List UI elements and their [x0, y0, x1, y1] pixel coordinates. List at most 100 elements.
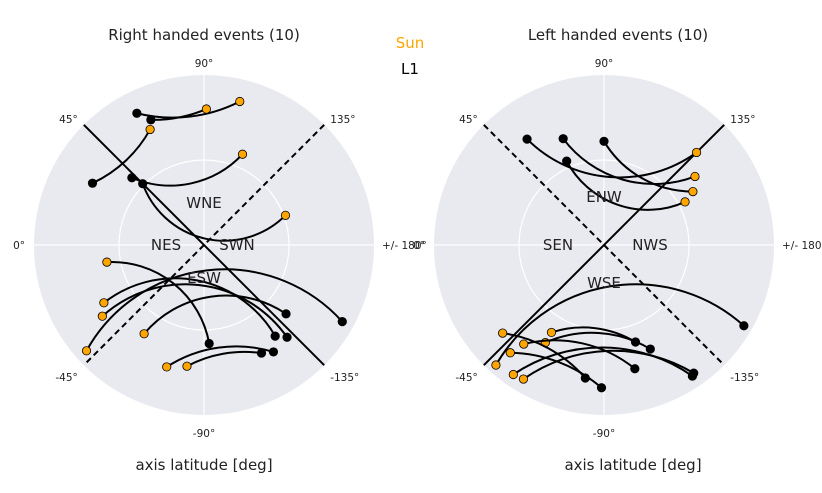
x-axis-label: axis latitude [deg] [564, 456, 701, 474]
sun-point-9 [519, 339, 529, 349]
sun-point-6 [508, 369, 518, 380]
sun-point-6 [99, 298, 109, 308]
angle-tick-label: 45° [459, 114, 478, 126]
l1-point-1 [146, 115, 156, 125]
l1-point-1 [558, 134, 568, 144]
dashed-diagonal-line [83, 124, 325, 366]
x-axis-label: axis latitude [deg] [135, 456, 272, 474]
angle-tick-label: -135° [330, 372, 359, 384]
angle-tick-label: -90° [193, 428, 215, 440]
l1-point-7 [689, 368, 699, 378]
l1-point-3 [562, 156, 572, 166]
sun-point-3 [237, 149, 248, 159]
dashed-diagonal-line [483, 124, 725, 366]
angle-tick-label: -135° [730, 372, 759, 384]
sun-point-1 [690, 171, 700, 182]
event-arc-7 [85, 268, 344, 352]
sun-point-0 [235, 96, 245, 107]
event-arc-2 [603, 140, 693, 193]
event-arc-2 [92, 128, 151, 185]
region-label-esw: ESW [187, 269, 221, 287]
l1-point-9 [630, 364, 640, 374]
region-label-swn: SWN [219, 236, 255, 254]
sun-point-7 [518, 374, 529, 384]
sun-point-8 [491, 360, 501, 370]
l1-point-5 [630, 337, 641, 347]
panel-title: Left handed events (10) [528, 26, 708, 44]
l1-point-0 [522, 134, 532, 144]
event-arc-9 [143, 294, 287, 335]
region-label-wse: WSE [587, 274, 621, 292]
region-label-nes: NES [151, 236, 181, 254]
angle-tick-label: -90° [593, 428, 615, 440]
sun-point-5 [546, 327, 557, 338]
l1-point-11 [580, 373, 590, 383]
angle-tick-label: +/- 180° [782, 240, 822, 252]
event-arc-0 [526, 138, 698, 179]
event-arc-4 [141, 183, 287, 242]
l1-point-8 [739, 321, 749, 331]
sun-point-7 [81, 346, 92, 356]
angle-tick-label: 90° [595, 58, 614, 70]
sun-point-4 [280, 210, 291, 220]
l1-point-7 [337, 317, 347, 327]
l1-point-8 [282, 332, 292, 342]
panel-title: Right handed events (10) [108, 26, 300, 44]
event-arc-5 [106, 261, 211, 344]
region-label-enw: ENW [586, 188, 622, 206]
l1-point-4 [645, 344, 655, 354]
event-arc-8 [101, 283, 288, 338]
l1-point-3 [127, 173, 137, 183]
l1-point-11 [256, 348, 267, 358]
sun-point-0 [691, 147, 702, 158]
l1-point-2 [599, 136, 609, 146]
event-arc-10 [510, 351, 603, 389]
l1-point-9 [281, 309, 291, 319]
angle-tick-label: 45° [59, 114, 78, 126]
sun-point-2 [145, 124, 155, 135]
event-arc-1 [562, 138, 696, 186]
l1-point-0 [132, 108, 142, 118]
angle-tick-label: 135° [730, 114, 755, 126]
angle-tick-label: -45° [55, 372, 77, 384]
sun-point-5 [102, 257, 112, 267]
left-handed-panel: Left handed events (10) axis latitude [d… [413, 26, 822, 474]
sun-point-3 [680, 197, 690, 207]
legend-l1-label: L1 [401, 60, 419, 78]
l1-point-4 [138, 179, 148, 189]
event-arc-6 [512, 346, 693, 377]
event-arc-11 [502, 332, 587, 379]
sun-point-11 [182, 361, 192, 371]
angle-tick-label: 135° [330, 114, 355, 126]
event-arc-8 [495, 283, 745, 366]
event-arc-6 [103, 277, 277, 337]
event-arc-9 [523, 339, 636, 370]
sun-point-2 [688, 186, 698, 197]
angle-tick-label: +/- 180° [382, 240, 427, 252]
l1-point-10 [596, 383, 607, 393]
event-arc-5 [551, 326, 637, 343]
region-label-sen: SEN [543, 236, 573, 254]
polar-plot: WNE NES SWN ESW 0° 90° +/- 180° -90° 45° 135° -45°… [13, 58, 427, 440]
sun-point-10 [162, 362, 172, 372]
angle-tick-label: 90° [195, 58, 214, 70]
legend: Sun L1 [396, 34, 425, 78]
angle-tick-label: 0° [13, 240, 25, 252]
region-label-nws: NWS [632, 236, 668, 254]
sun-point-10 [505, 348, 515, 358]
event-arc-0 [136, 100, 241, 119]
legend-sun-label: Sun [396, 34, 425, 52]
sun-point-1 [201, 104, 211, 114]
l1-point-10 [268, 347, 279, 357]
sun-point-8 [97, 311, 107, 321]
region-label-wne: WNE [186, 194, 222, 212]
angle-tick-label: -45° [455, 372, 477, 384]
event-arc-11 [186, 350, 262, 368]
l1-point-5 [204, 338, 214, 349]
l1-point-2 [87, 178, 98, 188]
l1-point-6 [270, 331, 280, 341]
event-arc-3 [565, 160, 686, 211]
right-handed-panel: Right handed events (10) axis latitude [… [13, 26, 427, 474]
